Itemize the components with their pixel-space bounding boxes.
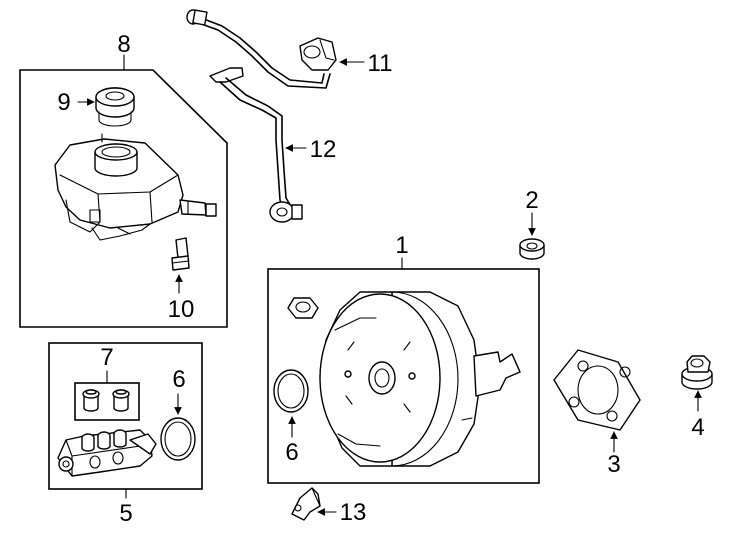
booster-gasket[interactable] bbox=[553, 349, 641, 431]
check-valve-grommet[interactable] bbox=[519, 238, 545, 260]
callout-1: 1 bbox=[395, 232, 408, 259]
reservoir-group-box bbox=[19, 54, 228, 328]
brake-booster[interactable] bbox=[319, 291, 521, 467]
booster-group-box bbox=[267, 257, 540, 484]
reservoir-cap[interactable] bbox=[95, 87, 135, 127]
mounting-bracket[interactable] bbox=[291, 487, 321, 521]
o-ring-seal-booster[interactable] bbox=[273, 369, 309, 413]
master-cylinder[interactable] bbox=[57, 429, 157, 477]
seal-kit-box bbox=[74, 370, 140, 421]
callout-13: 13 bbox=[340, 499, 367, 526]
callout-6-left: 6 bbox=[172, 366, 185, 393]
callout-10: 10 bbox=[168, 296, 195, 323]
callout-5: 5 bbox=[119, 500, 132, 527]
vacuum-hose-lower[interactable] bbox=[209, 67, 303, 223]
callout-7: 7 bbox=[100, 344, 113, 371]
callout-12: 12 bbox=[310, 136, 337, 163]
reservoir-seals[interactable] bbox=[82, 389, 130, 412]
callout-8: 8 bbox=[117, 31, 130, 58]
booster-mounting-nut[interactable] bbox=[287, 297, 319, 319]
callout-6-booster: 6 bbox=[285, 439, 298, 466]
callout-3: 3 bbox=[607, 451, 620, 478]
flange-nut[interactable] bbox=[681, 355, 713, 390]
callout-11: 11 bbox=[368, 50, 393, 77]
brake-fluid-reservoir[interactable] bbox=[54, 133, 217, 241]
callout-9: 9 bbox=[57, 89, 70, 116]
master-cylinder-group-box bbox=[48, 342, 203, 499]
callout-4: 4 bbox=[691, 414, 704, 441]
vacuum-hose-upper[interactable] bbox=[186, 9, 337, 89]
o-ring-seal-left[interactable] bbox=[160, 417, 196, 461]
reservoir-grommet-fitting[interactable] bbox=[171, 237, 190, 271]
callout-2: 2 bbox=[525, 187, 538, 214]
leader-arrows bbox=[77, 58, 702, 516]
